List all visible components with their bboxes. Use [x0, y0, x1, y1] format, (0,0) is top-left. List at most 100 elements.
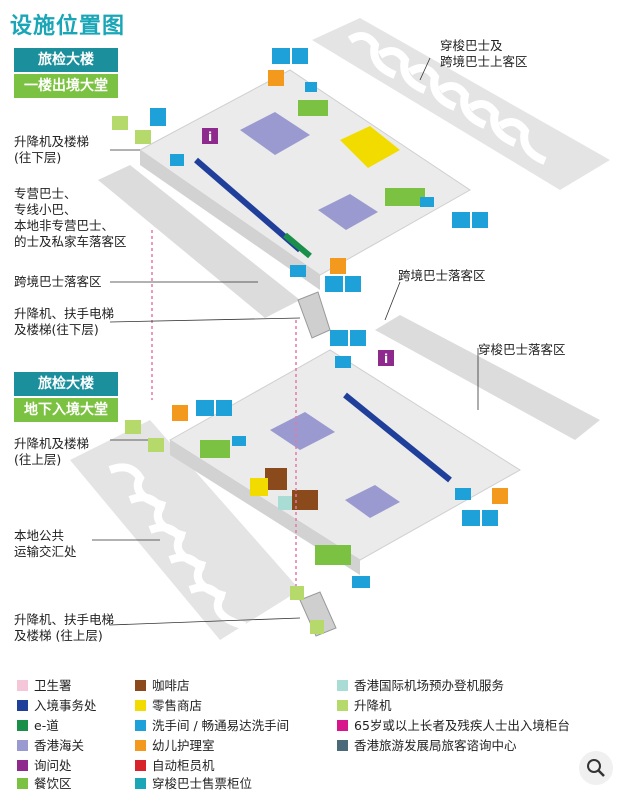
bus-loops-upper: [347, 32, 547, 165]
legend-swatch: [135, 720, 146, 731]
svg-text:i: i: [384, 352, 388, 366]
upper-building: [139, 69, 471, 276]
label-lift-up: 升降机及楼梯 (往上层): [14, 436, 90, 467]
label-escalator-down: 升降机、扶手电梯 及楼梯(往下层): [14, 306, 115, 337]
restroom-icon: [272, 48, 290, 64]
legend-swatch: [337, 740, 348, 751]
wheelchair-icon: [216, 400, 232, 416]
legend-item: 香港国际机场预办登机服务: [337, 678, 504, 694]
legend-swatch: [17, 720, 28, 731]
upper-egate-line: [283, 232, 312, 259]
lower-hall-tag: 地下入境大堂: [14, 398, 118, 422]
legend-item: 卫生署: [17, 678, 72, 694]
lower-building-tag: 旅检大楼: [14, 372, 118, 396]
upper-immigration-line: [194, 157, 302, 253]
lift-icon: [112, 116, 128, 130]
upper-escalator: [297, 291, 331, 339]
legend-swatch: [17, 700, 28, 711]
bus-loops-lower: [108, 463, 247, 630]
wheelchair-icon: [292, 48, 308, 64]
wheelchair-icon: [482, 510, 498, 526]
label-shuttle-dropoff: 穿梭巴士落客区: [478, 342, 566, 357]
legend-swatch: [135, 760, 146, 771]
lower-restroom-3: [352, 576, 370, 588]
upper-hall-tag: 一楼出境大堂: [14, 74, 118, 98]
lower-road-left: [70, 420, 300, 640]
lower-hkia-checkin: [278, 496, 292, 510]
legend-item: 洗手间 / 畅通易达洗手间: [135, 718, 289, 734]
legend-item: 自动柜员机: [135, 758, 215, 774]
label-crossborder-dropoff-upper: 跨境巴士落客区: [14, 274, 102, 289]
restroom-icon: [325, 276, 343, 292]
restroom-icon: [452, 212, 470, 228]
lower-retail: [250, 478, 268, 496]
baby-care-icon: [268, 70, 284, 86]
road-strip-lower-right: [375, 315, 600, 440]
legend-swatch: [337, 700, 348, 711]
svg-text:i: i: [208, 130, 212, 144]
label-bus-taxi-dropoff: 专营巴士、 专线小巴、 本地非专营巴士、 的士及私家车落客区: [14, 186, 127, 249]
search-button[interactable]: [579, 751, 613, 785]
legend-item: 询问处: [17, 758, 72, 774]
legend-item: 零售商店: [135, 698, 202, 714]
wheelchair-icon: [472, 212, 488, 228]
lower-restroom-1: [335, 356, 351, 368]
label-escalator-up: 升降机、扶手电梯 及楼梯 (往上层): [14, 612, 115, 643]
lift-icon: [125, 420, 141, 434]
label-crossborder-dropoff-lower: 跨境巴士落客区: [398, 268, 486, 283]
legend-item: 65岁或以上长者及残疾人士出入境柜台: [337, 718, 570, 734]
legend-swatch: [135, 740, 146, 751]
upper-restroom-4: [170, 154, 184, 166]
lower-lift-left: [148, 438, 164, 452]
label-public-transport: 本地公共 运输交汇处: [14, 528, 77, 559]
legend-item: 升降机: [337, 698, 392, 714]
search-icon: [587, 759, 605, 777]
lower-dining-1: [200, 440, 230, 458]
legend-swatch: [135, 700, 146, 711]
upper-retail: [340, 126, 400, 168]
lower-customs-1: [270, 412, 335, 450]
upper-customs-2: [318, 194, 378, 230]
lower-cafe-2: [292, 490, 318, 510]
upper-restroom-2: [420, 197, 434, 207]
restroom-icon: [330, 330, 348, 346]
info-icon: i: [202, 128, 218, 144]
label-lift-down: 升降机及楼梯 (往下层): [14, 134, 90, 165]
legend-item: e-道: [17, 718, 59, 734]
legend-swatch: [17, 778, 28, 789]
page-title: 设施位置图: [10, 14, 126, 39]
wheelchair-icon: [350, 330, 366, 346]
lower-cafe-1: [265, 468, 287, 490]
lower-customs-2: [345, 485, 400, 518]
restroom-icon: [150, 108, 166, 126]
legend-item: 穿梭巴士售票柜位: [135, 776, 252, 792]
lower-dining-2: [315, 545, 351, 565]
legend-swatch: [17, 760, 28, 771]
baby-care-icon: [330, 258, 346, 274]
upper-restroom-1: [305, 82, 317, 92]
legend-swatch: [135, 778, 146, 789]
upper-dining-2: [385, 188, 425, 206]
baby-care-icon: [172, 405, 188, 421]
upper-restroom-3: [290, 265, 306, 277]
lift-icon: [310, 620, 324, 634]
wheelchair-icon: [345, 276, 361, 292]
legend-swatch: [135, 680, 146, 691]
baby-care-icon: [492, 488, 508, 504]
legend-swatch: [17, 740, 28, 751]
legend-swatch: [337, 680, 348, 691]
upper-building-tag: 旅检大楼: [14, 48, 118, 72]
upper-lift-left: [135, 130, 151, 144]
info-icon: i: [378, 350, 394, 366]
restroom-icon: [196, 400, 214, 416]
legend-item: 餐饮区: [17, 776, 72, 792]
lift-icon: [290, 586, 304, 600]
legend-swatch: [17, 680, 28, 691]
lower-immigration-line: [343, 392, 452, 483]
leader-lines: [92, 57, 479, 626]
upper-dining-1: [298, 100, 328, 116]
label-shuttle-pickup: 穿梭巴士及 跨境巴士上客区: [440, 38, 528, 69]
restroom-icon: [462, 510, 480, 526]
legend-item: 香港海关: [17, 738, 84, 754]
legend-item: 香港旅游发展局旅客谘询中心: [337, 738, 517, 754]
